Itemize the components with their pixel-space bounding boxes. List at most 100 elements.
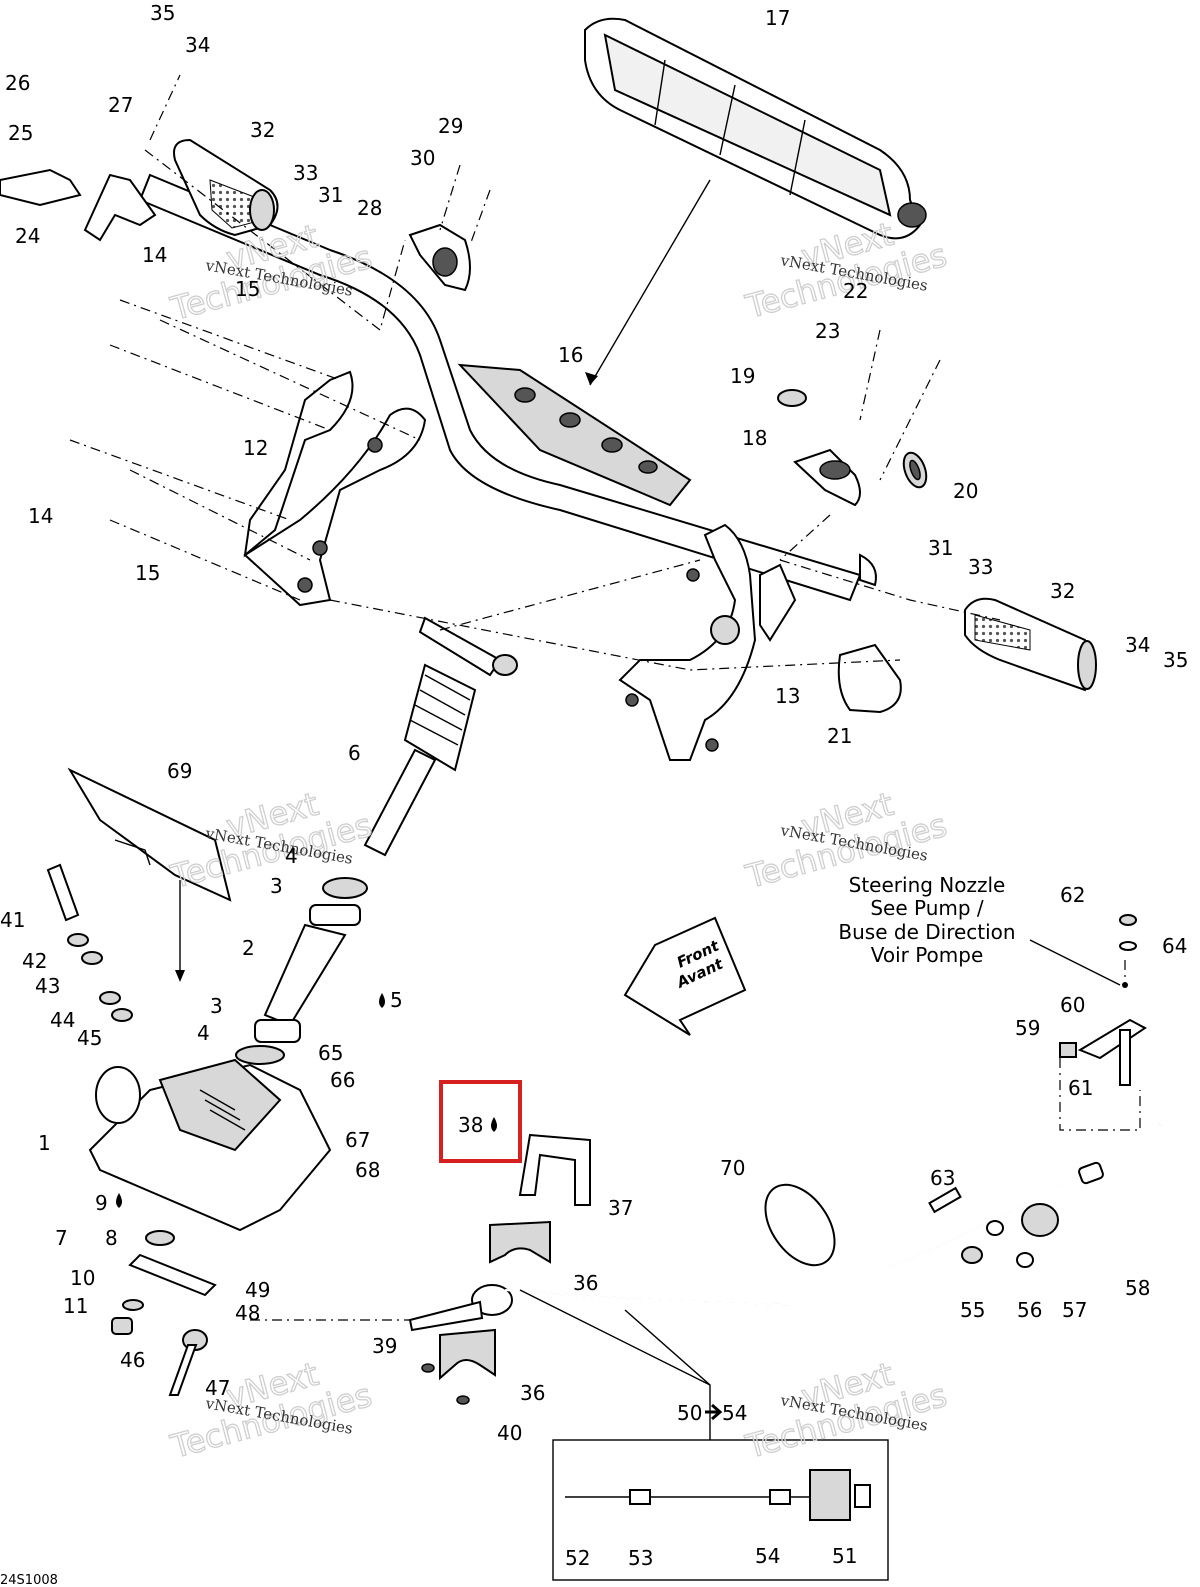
label-31b: 31 [928,536,953,560]
label-35b: 35 [1163,648,1188,672]
cap-19 [777,389,807,407]
label-10: 10 [70,1266,95,1290]
cable-clamp [408,1133,591,1405]
label-7: 7 [55,1226,68,1250]
label-23: 23 [815,319,840,343]
watermark-top-left: vNext Technologies vNext Technologies [166,216,377,328]
highlight-box-38 [439,1080,522,1163]
throttle-lever [0,168,157,242]
label-36b: 36 [520,1381,545,1405]
label-15a: 15 [235,277,260,301]
lower-linkage [111,1230,217,1396]
label-24: 24 [15,224,40,248]
label-40: 40 [497,1421,522,1445]
base-plate [88,1058,332,1232]
label-39: 39 [372,1334,397,1358]
bearing-stack [235,877,368,1065]
label-59: 59 [1015,1016,1040,1040]
label-30: 30 [410,146,435,170]
watermark-bottom-right: vNext Technologies vNext Technologies [741,1354,952,1466]
label-6: 6 [348,741,361,765]
svg-text:Steering Nozzle: Steering Nozzle [849,873,1006,897]
label-66: 66 [330,1068,355,1092]
watermark-top-right: vNext Technologies vNext Technologies [741,214,952,326]
label-3b: 3 [210,994,223,1018]
steering-nozzle-note: Steering Nozzle See Pump / Buse de Direc… [838,873,1015,967]
steering-column [363,616,518,857]
label-18: 18 [742,426,767,450]
label-25: 25 [8,121,33,145]
label-54a: 54 [722,1401,747,1425]
plate-69 [67,767,232,902]
steering-cable [504,1124,1161,1307]
label-37: 37 [608,1196,633,1220]
label-2: 2 [242,936,255,960]
arrow-icon-50-54 [705,1403,723,1421]
svg-text:See Pump /: See Pump / [870,896,984,920]
label-26: 26 [5,71,30,95]
label-65: 65 [318,1041,343,1065]
label-16: 16 [558,343,583,367]
switch-housing-18 [793,448,861,507]
label-34a: 34 [185,33,210,57]
stud-41 [46,863,80,922]
handlebar-pad [584,17,927,240]
label-highlight-38: 38 [458,1113,483,1137]
ring-70 [764,1183,836,1267]
label-67: 67 [345,1128,370,1152]
label-3a: 3 [270,874,283,898]
inset-box [552,1439,889,1581]
label-44: 44 [50,1008,75,1032]
label-32a: 32 [250,118,275,142]
label-36a: 36 [573,1271,598,1295]
label-45: 45 [77,1026,102,1050]
label-5: 5 [390,988,403,1012]
label-8: 8 [105,1226,118,1250]
label-57: 57 [1062,1298,1087,1322]
grommet-20 [902,451,928,489]
label-4a: 4 [285,844,298,868]
bracket-12 [243,370,427,607]
cable-hardware [961,1161,1104,1268]
label-1: 1 [38,1131,51,1155]
grip-right [964,597,1097,692]
label-64: 64 [1162,934,1187,958]
label-56: 56 [1017,1298,1042,1322]
label-63: 63 [930,1166,955,1190]
label-42: 42 [22,949,47,973]
label-14a: 14 [142,243,167,267]
label-46: 46 [120,1348,145,1372]
nozzle-hardware [1059,914,1147,1086]
label-47: 47 [205,1376,230,1400]
svg-text:Buse de Direction: Buse de Direction [838,920,1015,944]
label-19: 19 [730,364,755,388]
label-49: 49 [245,1278,270,1302]
label-48: 48 [235,1301,260,1325]
label-50: 50 [677,1401,702,1425]
label-13: 13 [775,684,800,708]
label-58: 58 [1125,1276,1150,1300]
label-33a: 33 [293,161,318,185]
grip-left [173,138,279,237]
label-68: 68 [355,1158,380,1182]
label-21: 21 [827,724,852,748]
label-15b: 15 [135,561,160,585]
switch-housing-28 [408,223,471,292]
label-61: 61 [1068,1076,1093,1100]
label-32b: 32 [1050,579,1075,603]
label-22: 22 [843,279,868,303]
svg-text:Voir Pompe: Voir Pompe [871,943,984,967]
washers-left [67,933,133,1022]
label-20: 20 [953,479,978,503]
label-31a: 31 [318,183,343,207]
label-52: 52 [565,1546,590,1570]
label-60: 60 [1060,993,1085,1017]
label-12: 12 [243,436,268,460]
label-53: 53 [628,1546,653,1570]
drop-icon-5 [379,993,385,1008]
label-14b: 14 [28,504,53,528]
label-55: 55 [960,1298,985,1322]
cover-21 [837,643,902,714]
label-41: 41 [0,908,25,932]
